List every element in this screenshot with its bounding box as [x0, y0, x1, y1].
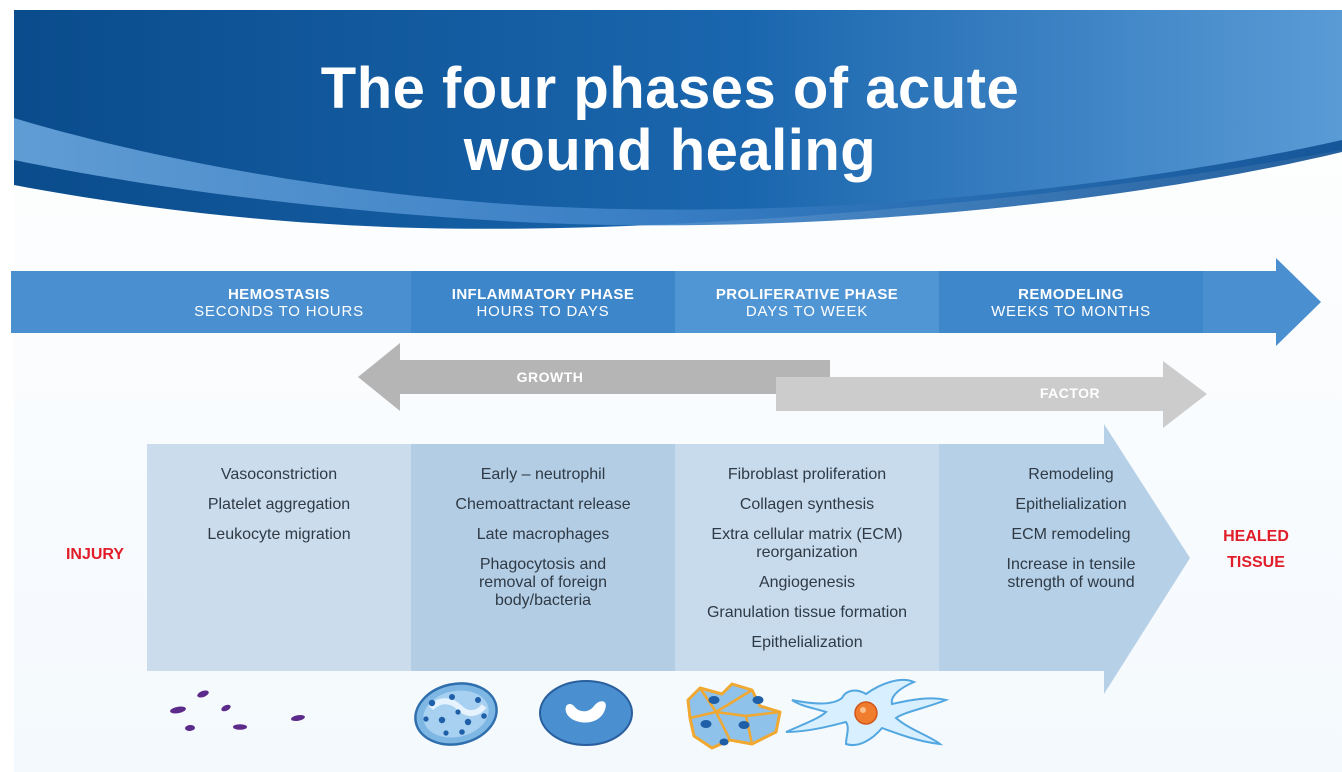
- event-item: Late macrophages: [476, 526, 610, 543]
- phase-name: HEMOSTASIS: [227, 286, 331, 303]
- event-item: Early – neutrophil: [480, 466, 606, 483]
- timeline-arrowhead: [1276, 258, 1321, 346]
- panel-inflammatory: [411, 444, 675, 671]
- phase-duration: WEEKS TO MONTHS: [991, 303, 1151, 320]
- event-item: Granulation tissue formation: [706, 604, 908, 621]
- event-item: Epithelialization: [1015, 496, 1127, 513]
- phase-header-hemostasis: HEMOSTASIS SECONDS TO HOURS: [147, 286, 411, 320]
- title-line-2: wound healing: [463, 118, 877, 183]
- page-title: The four phases of acute wound healing: [180, 58, 1160, 182]
- event-item: ECM remodeling: [1011, 526, 1131, 543]
- phase-header-remodeling: REMODELING WEEKS TO MONTHS: [939, 286, 1203, 320]
- platelets-icon: [170, 690, 305, 732]
- header-swoosh: [14, 118, 1342, 226]
- phase-name: INFLAMMATORY PHASE: [451, 286, 635, 303]
- fibroblasts-icon: [686, 682, 782, 750]
- stellate-cell-icon: [785, 678, 950, 746]
- phase-header-inflammatory: INFLAMMATORY PHASE HOURS TO DAYS: [411, 286, 675, 320]
- header-banner: [14, 10, 1342, 229]
- event-item: Vasoconstriction: [220, 466, 338, 483]
- neutrophil-icon: [414, 682, 498, 746]
- factor-arrow-body: [776, 377, 1168, 411]
- event-item: Collagen synthesis: [739, 496, 875, 513]
- event-item: Increase in tensile strength of wound: [1006, 556, 1136, 591]
- event-item: Extra cellular matrix (ECM) reorganizati…: [711, 526, 903, 561]
- growth-arrowhead: [358, 343, 400, 411]
- events-hemostasis: Vasoconstriction Platelet aggregation Le…: [147, 466, 411, 556]
- event-item: Chemoattractant release: [455, 496, 631, 513]
- event-item: Angiogenesis: [758, 574, 856, 591]
- healed-label-line-1: HEALED: [1223, 528, 1289, 545]
- healed-tissue-label: HEALED TISSUE: [1196, 524, 1316, 576]
- events-remodeling: Remodeling Epithelialization ECM remodel…: [939, 466, 1203, 604]
- phase-duration: HOURS TO DAYS: [476, 303, 610, 320]
- phase-duration: SECONDS TO HOURS: [194, 303, 364, 320]
- growth-arrow-body: [398, 360, 830, 394]
- phase-header-proliferative: PROLIFERATIVE PHASE DAYS TO WEEK: [675, 286, 939, 320]
- event-item: Platelet aggregation: [207, 496, 351, 513]
- growth-label: GROWTH: [516, 369, 584, 385]
- timeline-segment-remodeling: [939, 271, 1203, 333]
- timeline-segment-proliferative: [675, 271, 939, 333]
- event-item: Leukocyte migration: [207, 526, 351, 543]
- macrophage-icon: [539, 680, 633, 746]
- phase-name: PROLIFERATIVE PHASE: [715, 286, 899, 303]
- factor-label: FACTOR: [1039, 385, 1101, 401]
- event-item: Fibroblast proliferation: [727, 466, 887, 483]
- phase-name: REMODELING: [1018, 286, 1124, 303]
- timeline-tail: [1203, 271, 1281, 333]
- panel-remodeling-arrow: [939, 424, 1190, 694]
- event-item: Remodeling: [1028, 466, 1114, 483]
- events-inflammatory: Early – neutrophil Chemoattractant relea…: [411, 466, 675, 622]
- event-item: Epithelialization: [751, 634, 863, 651]
- title-line-1: The four phases of acute: [320, 56, 1020, 121]
- panel-hemostasis: [147, 444, 411, 671]
- event-item: Phagocytosis and removal of foreign body…: [478, 556, 608, 609]
- factor-arrowhead: [1163, 361, 1207, 428]
- injury-label: INJURY: [40, 542, 150, 568]
- panel-proliferative: [675, 444, 939, 671]
- timeline-segment-inflammatory: [411, 271, 675, 333]
- events-proliferative: Fibroblast proliferation Collagen synthe…: [675, 466, 939, 664]
- healed-label-line-2: TISSUE: [1227, 554, 1285, 571]
- injury-label-text: INJURY: [65, 546, 125, 563]
- phase-duration: DAYS TO WEEK: [745, 303, 869, 320]
